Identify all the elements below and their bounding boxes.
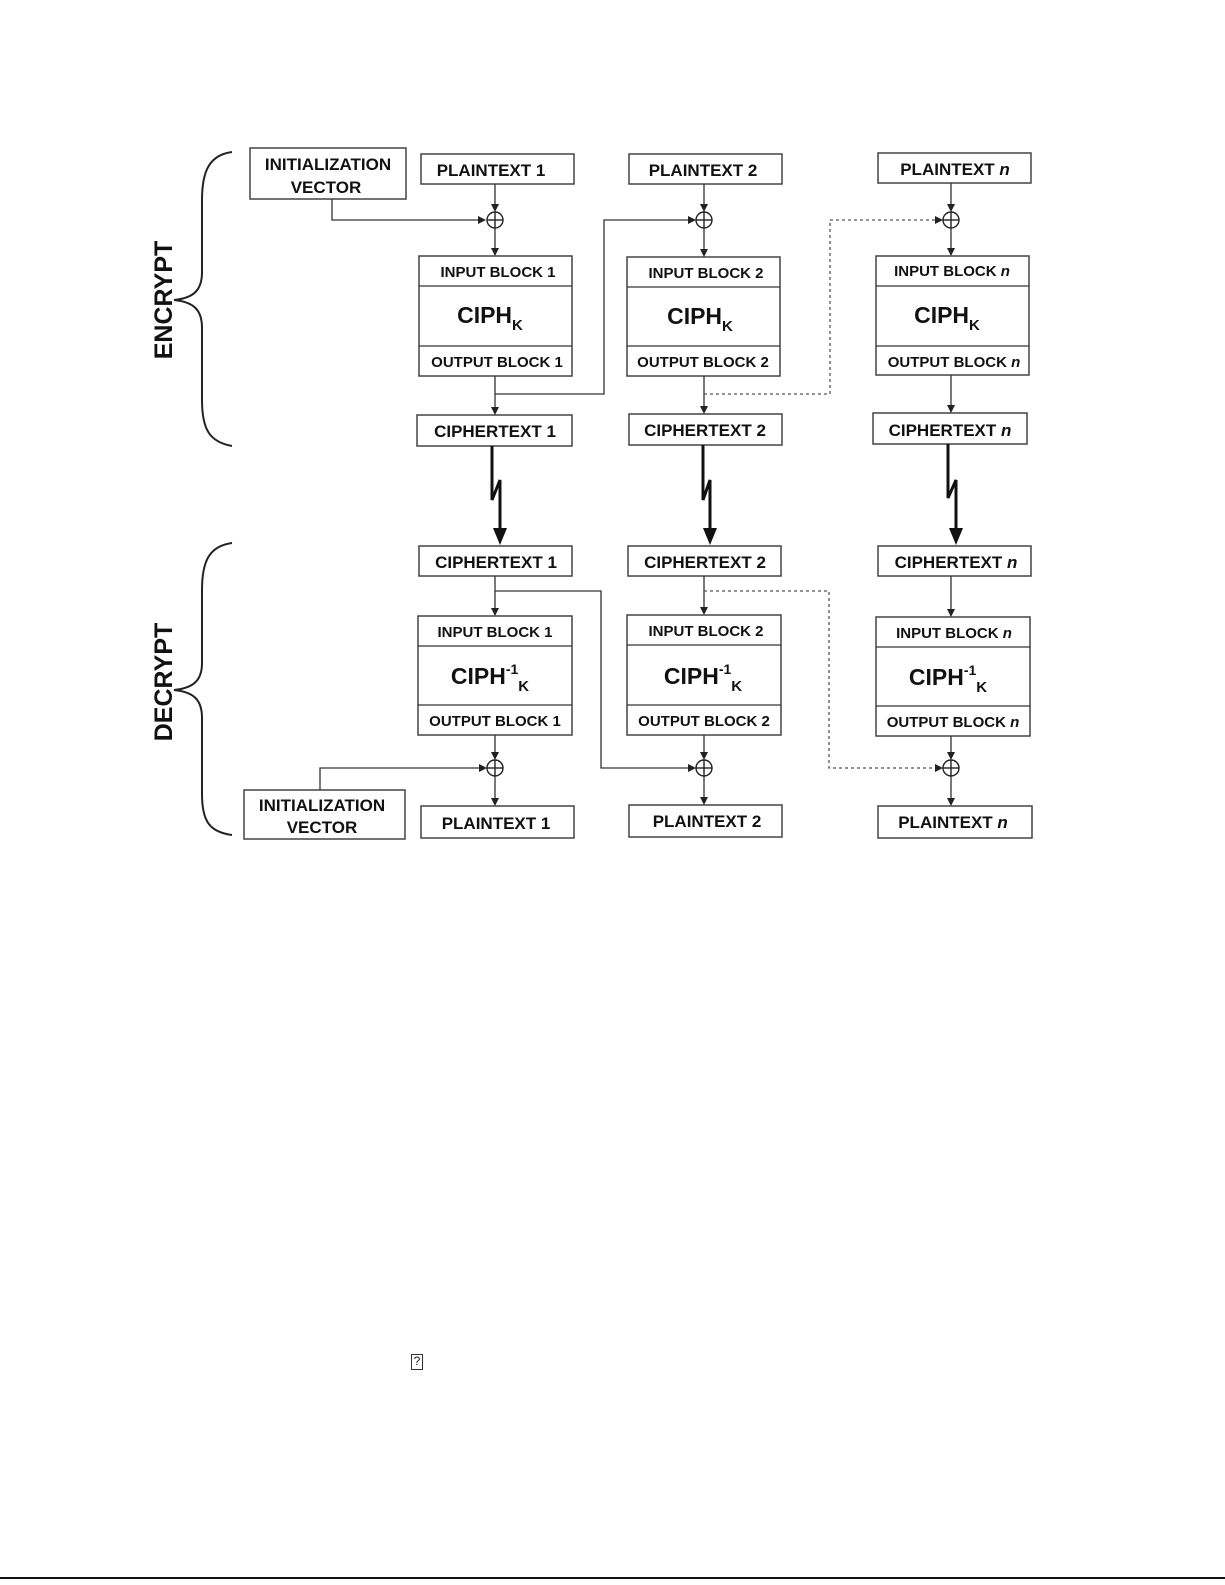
decrypt-xor-n-icon [942, 759, 960, 777]
decrypt-plaintext-1: PLAINTEXT 1 [442, 814, 551, 833]
decrypt-plaintext-n-box [877, 805, 1033, 839]
encrypt-output-block-2: OUTPUT BLOCK 2 [637, 354, 769, 371]
decrypt-ciphertext-1: CIPHERTEXT 1 [435, 553, 557, 572]
decrypt-connectors [319, 576, 955, 806]
page-bottom-rule [0, 1577, 1225, 1579]
decrypt-plaintext-2: PLAINTEXT 2 [653, 812, 762, 831]
decrypt-iv-line2: VECTOR [287, 818, 358, 837]
encrypt-label: ENCRYPT [150, 241, 178, 360]
encrypt-plaintext-1: PLAINTEXT 1 [437, 161, 546, 180]
encrypt-iv-box [249, 147, 407, 200]
encrypt-plaintext-2-box [628, 153, 783, 185]
encrypt-ciphertext-2-box [628, 413, 783, 446]
decrypt-cipher-n: CIPH-1K [909, 662, 987, 696]
decrypt-section: DECRYPT CIPHERTEXT 1 CIPHERTEXT 2 CIPHER… [150, 542, 1033, 840]
decrypt-ciphertext-2-box [627, 545, 782, 577]
decrypt-xor-1-icon [486, 759, 504, 777]
encrypt-ciphertext-n: CIPHERTEXT n [889, 421, 1012, 440]
decrypt-plaintext-1-box [420, 805, 575, 839]
encrypt-input-block-2: INPUT BLOCK 2 [648, 265, 763, 282]
decrypt-ciphertext-2: CIPHERTEXT 2 [644, 553, 766, 572]
decrypt-brace [173, 542, 233, 836]
decrypt-iv-line1: INITIALIZATION [259, 796, 385, 815]
encrypt-cipher-block-1: INPUT BLOCK 1 CIPHK OUTPUT BLOCK 1 [418, 255, 573, 377]
decrypt-output-block-1: OUTPUT BLOCK 1 [429, 713, 561, 730]
decrypt-ciphertext-n: CIPHERTEXT n [895, 553, 1018, 572]
decrypt-input-block-2: INPUT BLOCK 2 [648, 623, 763, 640]
encrypt-brace [173, 151, 233, 447]
encrypt-xor-1-icon [486, 211, 504, 229]
encrypt-input-block-1: INPUT BLOCK 1 [440, 264, 555, 281]
encrypt-plaintext-n: PLAINTEXT n [900, 160, 1010, 179]
encrypt-connectors [331, 183, 955, 415]
decrypt-iv-box [243, 789, 406, 840]
decrypt-label: DECRYPT [150, 623, 178, 742]
encrypt-cipher-2: CIPHK [667, 303, 733, 335]
decrypt-input-block-1: INPUT BLOCK 1 [437, 624, 552, 641]
encrypt-output-block-1: OUTPUT BLOCK 1 [431, 354, 563, 371]
encrypt-plaintext-n-box [877, 152, 1032, 184]
encrypt-cipher-1: CIPHK [457, 302, 523, 334]
encrypt-ciphertext-1-box [416, 414, 573, 447]
encrypt-iv-line2: VECTOR [291, 178, 362, 197]
encrypt-ciphertext-2: CIPHERTEXT 2 [644, 421, 766, 440]
decrypt-xor-2-icon [695, 759, 713, 777]
encrypt-xor-2-icon [695, 211, 713, 229]
decrypt-output-block-2: OUTPUT BLOCK 2 [638, 713, 770, 730]
decrypt-cipher-1: CIPH-1K [451, 661, 529, 695]
decrypt-cipher-block-1: INPUT BLOCK 1 CIPH-1K OUTPUT BLOCK 1 [417, 615, 573, 736]
encrypt-output-block-n: OUTPUT BLOCK n [888, 354, 1021, 371]
decrypt-output-block-n: OUTPUT BLOCK n [887, 714, 1020, 731]
decrypt-cipher-block-2: INPUT BLOCK 2 CIPH-1K OUTPUT BLOCK 2 [626, 614, 782, 736]
encrypt-xor-n-icon [942, 211, 960, 229]
decrypt-plaintext-n: PLAINTEXT n [898, 813, 1008, 832]
encrypt-ciphertext-n-box [872, 412, 1028, 445]
missing-glyph-icon: ? [411, 1354, 423, 1370]
encrypt-plaintext-1-box [420, 153, 575, 185]
decrypt-cipher-block-n: INPUT BLOCK n CIPH-1K OUTPUT BLOCK n [875, 616, 1031, 737]
decrypt-ciphertext-n-box [877, 545, 1032, 577]
decrypt-input-block-n: INPUT BLOCK n [896, 625, 1012, 642]
encrypt-section: ENCRYPT INITIALIZATION VECTOR PLAINTEXT … [150, 147, 1032, 447]
encrypt-cipher-n: CIPHK [914, 302, 980, 334]
decrypt-plaintext-2-box [628, 804, 783, 838]
encrypt-cipher-block-2: INPUT BLOCK 2 CIPHK OUTPUT BLOCK 2 [626, 256, 781, 377]
encrypt-ciphertext-1: CIPHERTEXT 1 [434, 422, 556, 441]
encrypt-plaintext-2: PLAINTEXT 2 [649, 161, 758, 180]
decrypt-cipher-2: CIPH-1K [664, 661, 742, 695]
transmission-arrows [490, 444, 963, 545]
encrypt-input-block-n: INPUT BLOCK n [894, 263, 1010, 280]
encrypt-iv-line1: INITIALIZATION [265, 155, 391, 174]
encrypt-cipher-block-n: INPUT BLOCK n CIPHK OUTPUT BLOCK n [875, 255, 1030, 376]
